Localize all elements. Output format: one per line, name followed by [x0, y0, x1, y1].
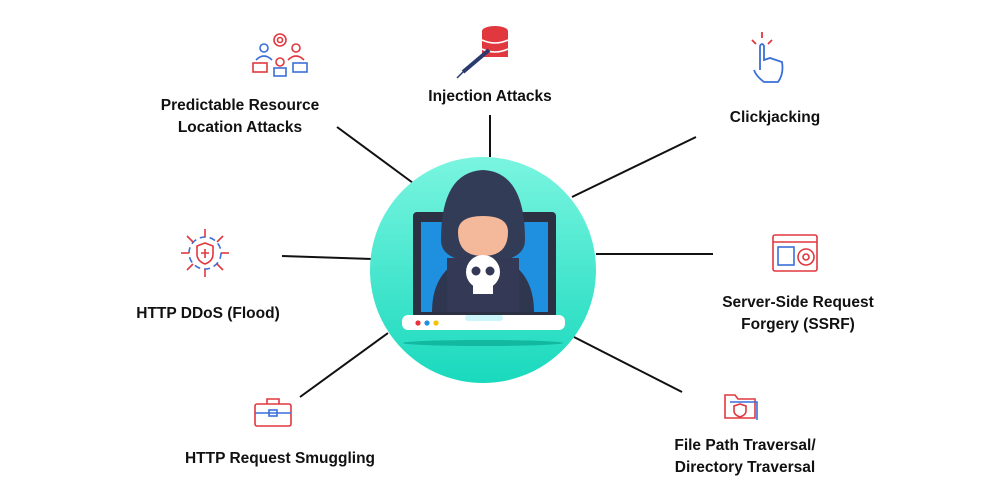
label-line: Injection Attacks	[428, 88, 552, 105]
people-gear-icon	[252, 33, 308, 77]
connector-ddos	[281, 255, 373, 260]
label-predictable-resource: Predictable Resource Location Attacks	[161, 95, 320, 139]
server-gear-icon	[772, 234, 818, 272]
label-line: Location Attacks	[177, 119, 303, 136]
connector-smuggling	[299, 332, 389, 398]
label-line: Server-Side Request	[722, 294, 874, 311]
folder-shield-icon	[724, 394, 758, 420]
database-syringe-icon	[456, 26, 509, 79]
label-line: HTTP DDoS (Flood)	[136, 305, 280, 322]
label-line: File Path Traversal/	[674, 437, 816, 454]
briefcase-icon	[254, 398, 292, 427]
label-smuggling: HTTP Request Smuggling	[185, 448, 375, 470]
label-ssrf: Server-Side Request Forgery (SSRF)	[722, 292, 874, 336]
connector-clickjacking	[571, 136, 697, 198]
label-line: Forgery (SSRF)	[741, 316, 855, 333]
shield-network-icon	[181, 229, 229, 277]
label-clickjacking: Clickjacking	[730, 107, 820, 129]
label-filepath: File Path Traversal/ Directory Traversal	[674, 435, 815, 479]
label-line: Directory Traversal	[674, 459, 816, 476]
pointer-hand-icon	[751, 32, 784, 83]
hacker-laptop-icon	[370, 157, 596, 383]
label-ddos: HTTP DDoS (Flood)	[136, 303, 280, 325]
label-line: Clickjacking	[729, 109, 821, 126]
label-line: HTTP Request Smuggling	[184, 450, 376, 467]
label-line: Predictable Resource	[160, 97, 320, 114]
connector-predictable	[336, 126, 414, 184]
label-injection: Injection Attacks	[428, 86, 551, 108]
connector-filepath	[573, 336, 683, 393]
